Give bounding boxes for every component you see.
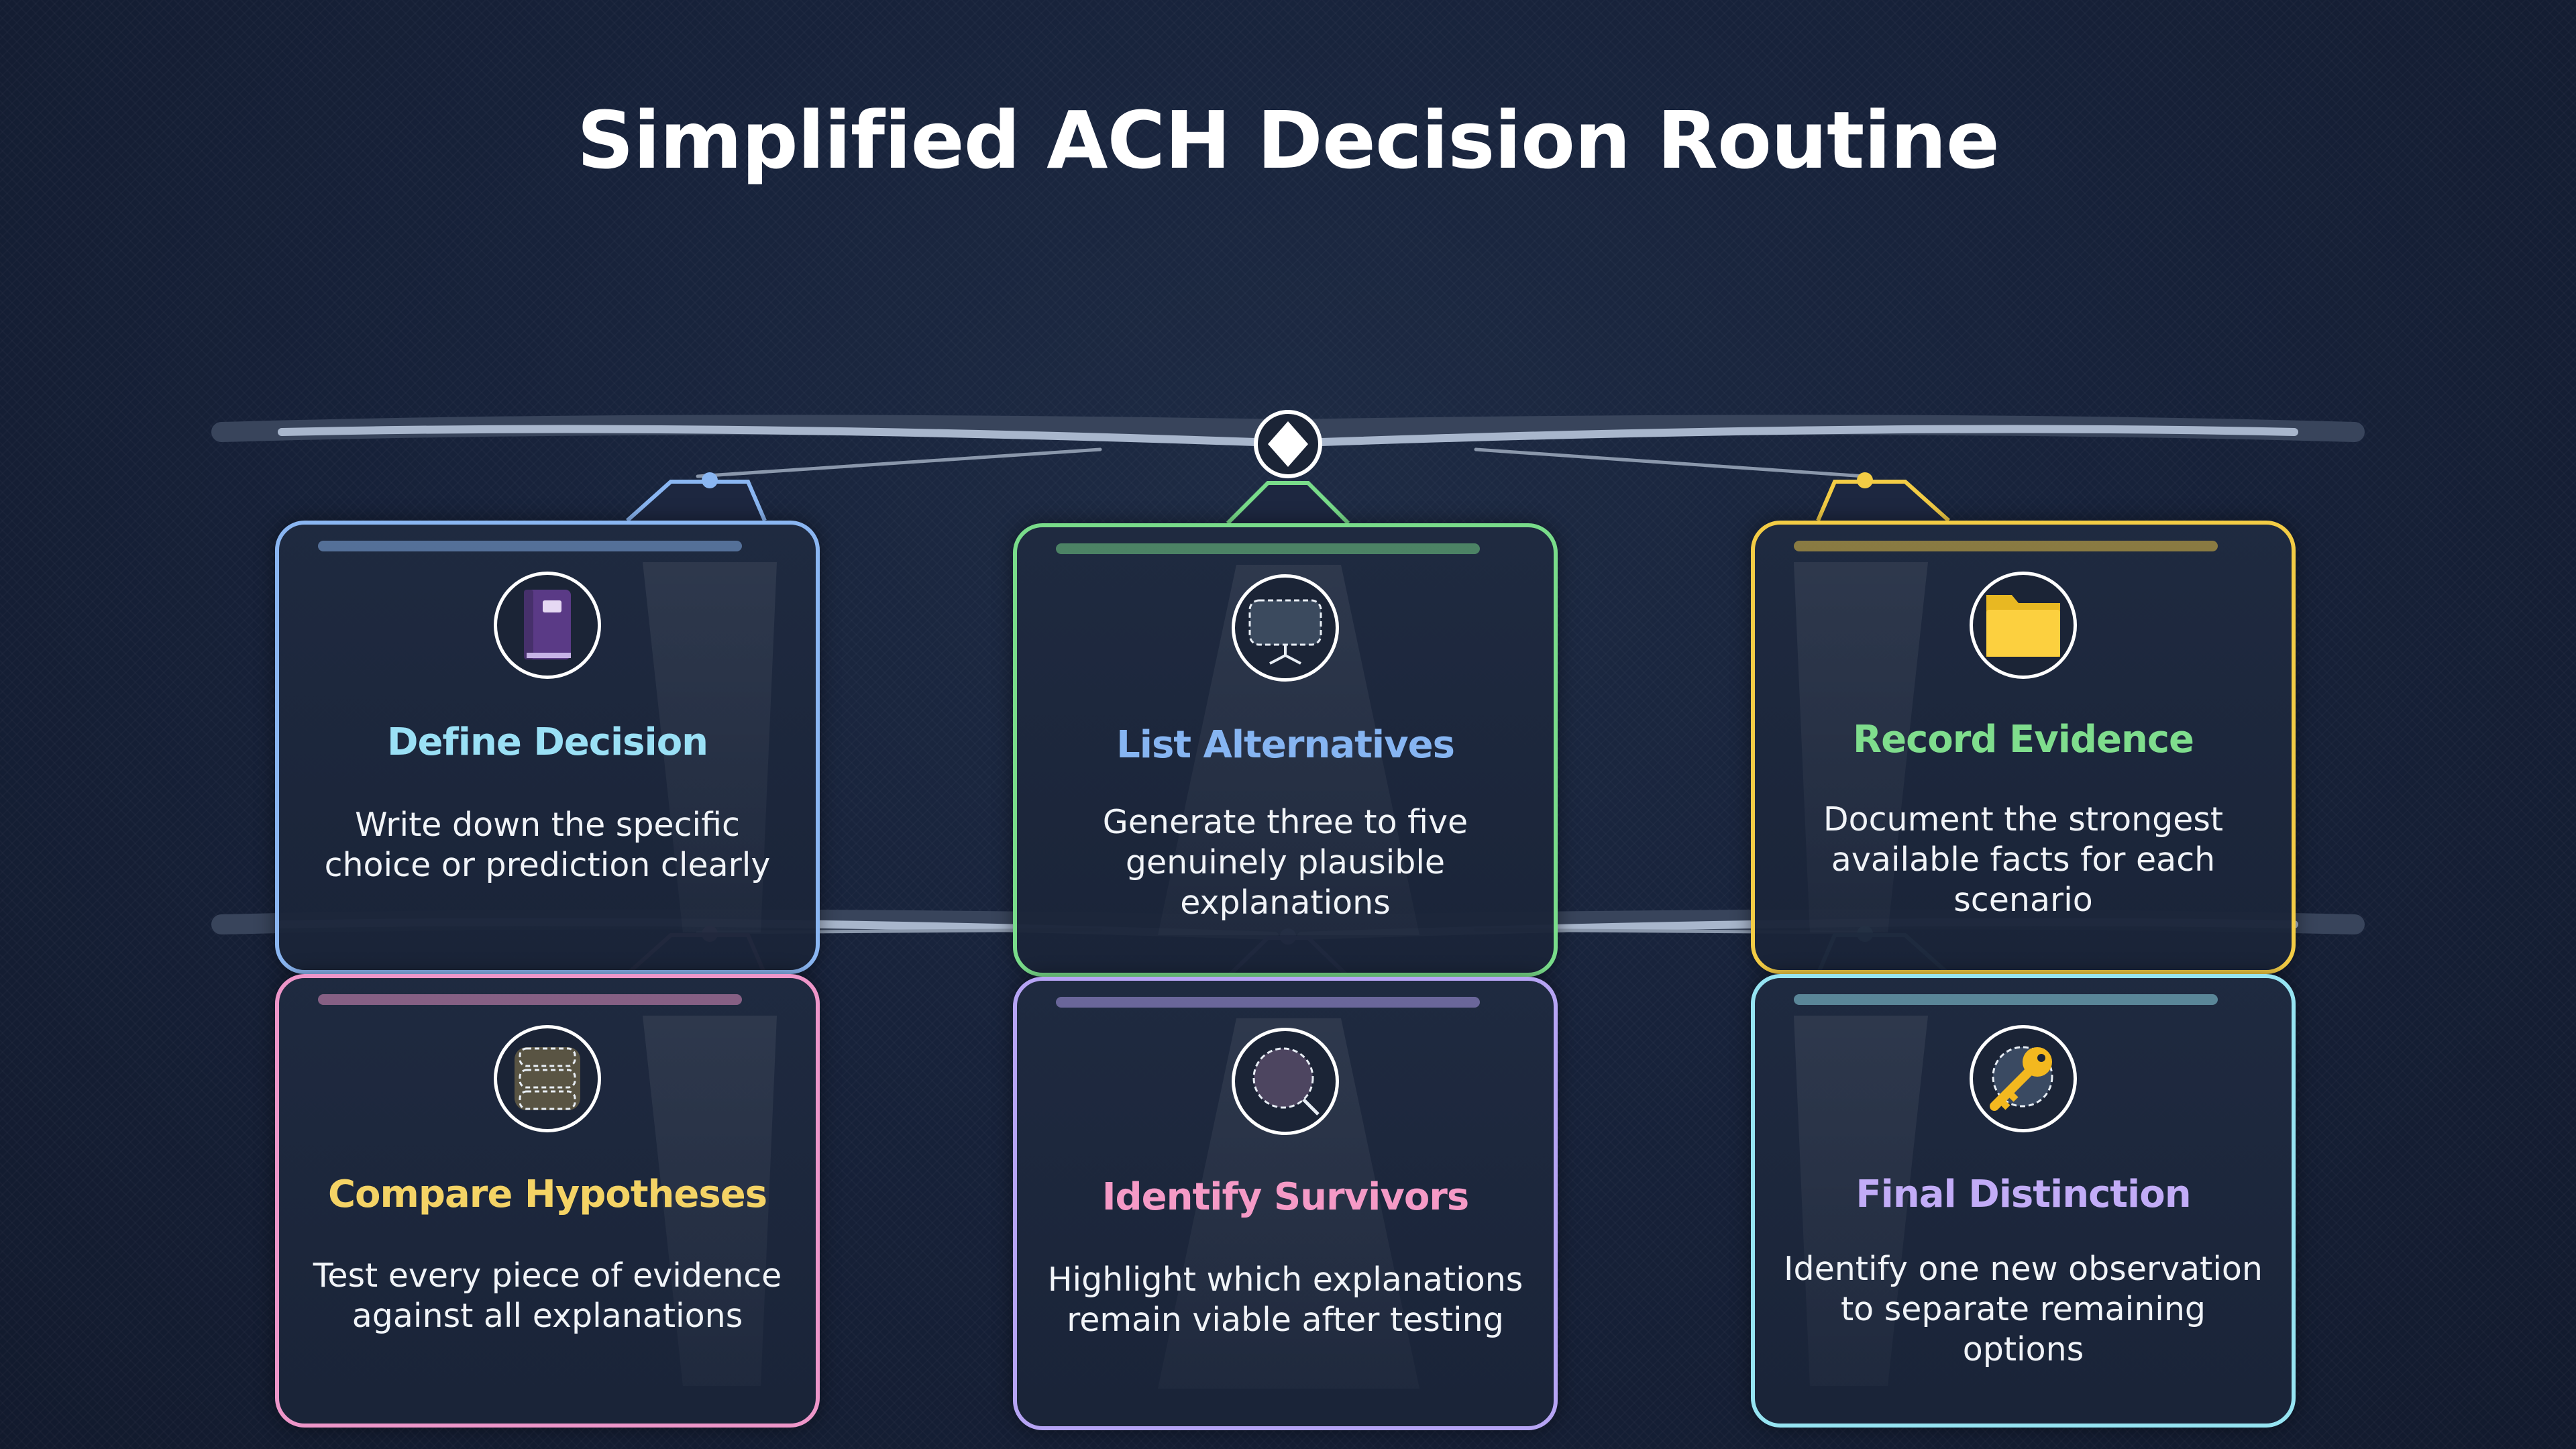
frame-icon — [1232, 574, 1339, 682]
step-card-list-alternatives: List Alternatives Generate three to five… — [1013, 523, 1558, 977]
card-accent-bar — [1056, 997, 1480, 1008]
card-accent-bar — [1794, 541, 2218, 551]
step-card-final-distinction: Final Distinction Identify one new obser… — [1751, 974, 2296, 1428]
magnifier-icon — [1232, 1028, 1339, 1135]
card-accent-bar — [1056, 543, 1480, 554]
card-title: Define Decision — [386, 720, 708, 764]
stack-icon — [494, 1025, 601, 1132]
card-description: Generate three to five genuinely plausib… — [1102, 803, 1468, 922]
step-card-record-evidence: Record Evidence Document the strongest a… — [1751, 521, 2296, 974]
card-description: Document the strongest available facts f… — [1823, 800, 2224, 919]
card-title: Identify Survivors — [1102, 1175, 1470, 1219]
card-title: Final Distinction — [1856, 1173, 2191, 1216]
page-title: Simplified ACH Decision Routine — [577, 94, 2000, 186]
step-card-compare-hypotheses: Compare Hypotheses Test every piece of e… — [275, 974, 820, 1428]
step-card-identify-survivors: Identify Survivors Highlight which expla… — [1013, 977, 1558, 1430]
key-icon — [1970, 1025, 2077, 1132]
card-title: Compare Hypotheses — [327, 1173, 767, 1216]
card-description: Write down the specific choice or predic… — [324, 806, 771, 884]
card-title: Record Evidence — [1852, 718, 2194, 761]
card-description: Identify one new observation to separate… — [1784, 1250, 2263, 1368]
folder-icon — [1970, 572, 2077, 679]
card-title: List Alternatives — [1116, 723, 1455, 767]
card-accent-bar — [318, 994, 742, 1005]
step-card-define-decision: Define Decision Write down the specific … — [275, 521, 820, 974]
card-description: Highlight which explanations remain viab… — [1047, 1260, 1523, 1339]
card-accent-bar — [1794, 994, 2218, 1005]
book-icon — [494, 572, 601, 679]
card-accent-bar — [318, 541, 742, 551]
card-description: Test every piece of evidence against all… — [313, 1256, 782, 1335]
